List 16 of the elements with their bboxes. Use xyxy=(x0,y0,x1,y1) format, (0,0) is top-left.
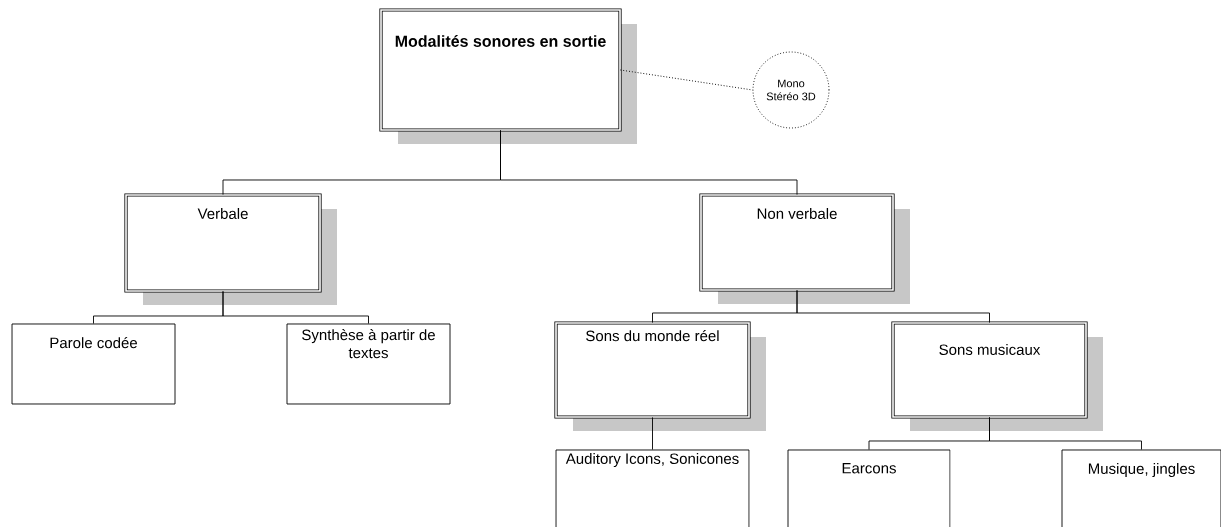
shadowed-box: Verbale xyxy=(124,193,337,305)
box: Musique, jingles xyxy=(1061,449,1221,527)
box: Parole codée xyxy=(11,323,176,405)
connector-line xyxy=(652,416,653,450)
box: Auditory Icons, Sonicones xyxy=(555,449,750,527)
connector-line xyxy=(500,129,798,196)
connector-line xyxy=(989,416,1142,450)
dotted-line xyxy=(619,69,754,91)
shadowed-box: Sons musicaux xyxy=(891,321,1103,431)
shadowed-box: Modalités sonores en sortie xyxy=(379,8,637,144)
box: Earcons xyxy=(787,449,951,527)
connector-line xyxy=(222,290,369,324)
shadowed-box: Sons du monde réel xyxy=(554,321,766,431)
box: Synthèse à partir de textes xyxy=(286,323,451,405)
connector-line xyxy=(796,289,990,324)
shadowed-box: Non verbale xyxy=(699,193,910,304)
